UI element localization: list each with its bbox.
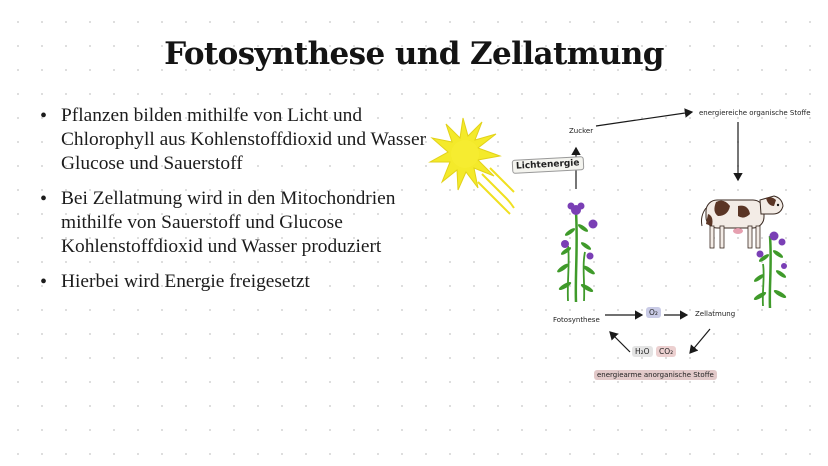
fotosynthese-label: Fotosynthese [553,316,600,324]
zellatmung-label: Zellatmung [695,310,736,318]
arrow-h2o-to-fotosynthese [609,331,631,353]
zucker-label: Zucker [569,127,594,135]
co2-badge: CO₂ [656,346,677,357]
h2o-badge: H₂O [632,346,653,357]
energiereiche-stoffe-label: energiereiche organische Stoffe [699,109,811,117]
diagram-graphics [428,108,787,354]
bullet-item: Hierbei wird Energie freigesetzt [40,270,432,294]
cycle-diagram: Zucker energiereiche organische Stoffe L… [420,96,820,396]
plant-icon [753,231,787,309]
sun-icon [428,117,515,215]
o2-badge: O₂ [646,307,661,318]
bullet-item: Bei Zellatmung wird in den Mitochondrien… [40,187,432,259]
arrow-zucker-to-energiereiche [595,108,694,127]
cow-icon [701,195,784,249]
bullet-item: Pflanzen bilden mithilfe von Licht und C… [40,104,432,176]
energiearme-stoffe-label: energiearme anorganische Stoffe [594,370,717,380]
slide-title: Fotosynthese und Zellatmung [164,36,664,72]
bullet-list: Pflanzen bilden mithilfe von Licht und C… [40,104,432,305]
arrow-zellatmung-to-co2 [689,328,711,354]
plant-icon [557,202,598,303]
